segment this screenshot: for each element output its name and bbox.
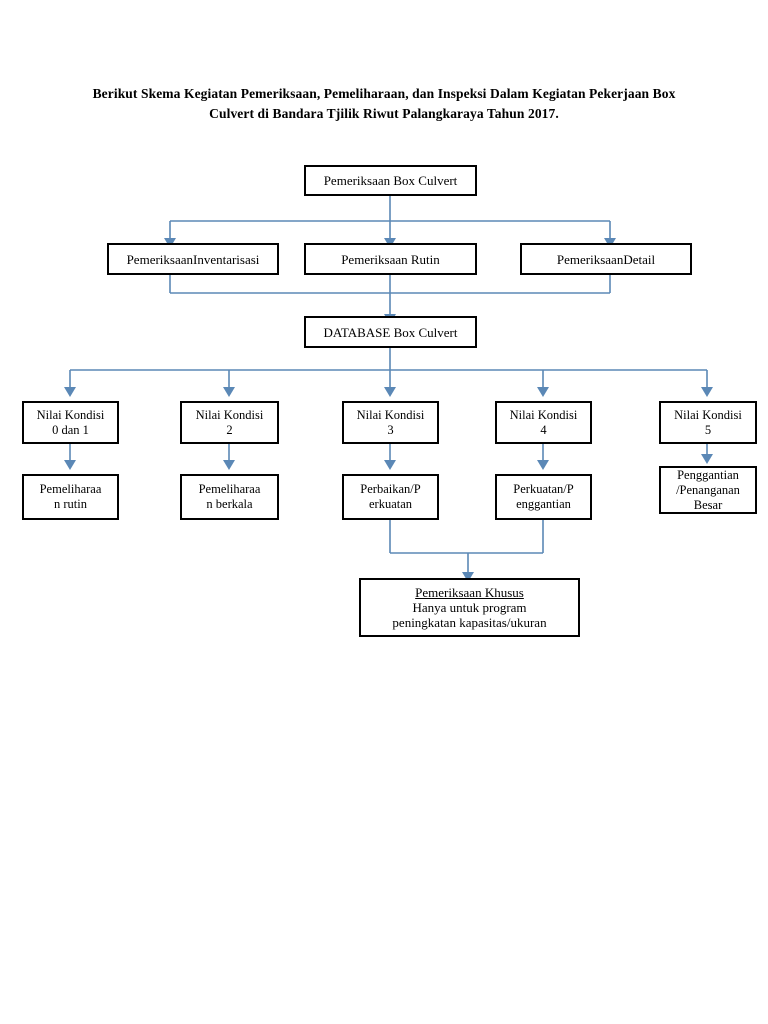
page-title-line-3: 2017. <box>527 106 559 121</box>
node-label-line-2: 2 <box>226 422 233 437</box>
node-label: PemeriksaanInventarisasi <box>126 251 260 267</box>
page-title-line-1: Berikut Skema Kegiatan Pemeriksaan, Peme… <box>92 86 529 101</box>
node-label: PemeriksaanDetail <box>556 251 656 267</box>
node-label-line-3: peningkatan kapasitas/ukuran <box>392 615 547 630</box>
node-label-line-3: Besar <box>693 497 723 512</box>
node-label-line-2: n rutin <box>54 497 87 511</box>
node-label-line-1: Nilai Kondisi <box>36 407 105 422</box>
node-nilai-kondisi-4[interactable]: Nilai Kondisi 4 <box>495 401 592 444</box>
node-nilai-kondisi-0-1[interactable]: Nilai Kondisi 0 dan 1 <box>22 401 119 444</box>
node-label-line-1: Nilai Kondisi <box>356 407 425 422</box>
node-label-line-2: Hanya untuk program <box>412 600 527 615</box>
node-label-line-1: Nilai Kondisi <box>195 407 264 422</box>
node-label-line-2: 4 <box>540 422 547 437</box>
node-label-line-1: Nilai Kondisi <box>509 407 578 422</box>
node-label: Pemeriksaan Box Culvert <box>323 173 458 188</box>
node-perkuatan-penggantian[interactable]: Perkuatan/P enggantian <box>495 474 592 520</box>
node-penggantian-penanganan-besar[interactable]: Penggantian /Penanganan Besar <box>659 466 757 514</box>
node-nilai-kondisi-2[interactable]: Nilai Kondisi 2 <box>180 401 279 444</box>
node-label-line-2: 5 <box>704 422 712 437</box>
node-pemeriksaan-detail[interactable]: PemeriksaanDetail <box>520 243 692 275</box>
node-pemeriksaan-box-culvert[interactable]: Pemeriksaan Box Culvert <box>304 165 477 196</box>
node-label-line-1: Penggantian <box>677 467 739 482</box>
node-label-line-2: erkuatan <box>368 497 413 511</box>
page-title: Berikut Skema Kegiatan Pemeriksaan, Peme… <box>84 84 684 124</box>
node-perbaikan-perkuatan[interactable]: Perbaikan/P erkuatan <box>342 474 439 520</box>
node-label-line-1: Pemeriksaan Khusus <box>415 585 524 600</box>
node-pemeliharaan-rutin[interactable]: Pemeliharaa n rutin <box>22 474 119 520</box>
node-nilai-kondisi-3[interactable]: Nilai Kondisi 3 <box>342 401 439 444</box>
node-label-line-1: Perkuatan/P <box>513 482 574 496</box>
node-label-line-2: enggantian <box>516 497 571 511</box>
node-nilai-kondisi-5[interactable]: Nilai Kondisi 5 <box>659 401 757 444</box>
node-label-line-1: Pemeliharaa <box>39 482 102 496</box>
node-label-line-1: Perbaikan/P <box>360 482 421 496</box>
node-label-line-2: 3 <box>387 422 394 437</box>
node-label: DATABASE Box Culvert <box>323 324 458 340</box>
page-title-line-2: Kegiatan Pekerjaan Box Culvert di Bandar… <box>209 86 676 121</box>
node-database-box-culvert[interactable]: DATABASE Box Culvert <box>304 316 477 348</box>
node-label-line-2: /Penanganan <box>676 482 740 497</box>
node-label-line-1: Pemeliharaa <box>198 482 261 496</box>
node-pemeriksaan-khusus[interactable]: Pemeriksaan Khusus Hanya untuk program p… <box>359 578 580 637</box>
node-pemeriksaan-inventarisasi[interactable]: PemeriksaanInventarisasi <box>107 243 279 275</box>
node-label-line-1: Nilai Kondisi <box>674 407 742 422</box>
node-label-line-2: 0 dan 1 <box>52 422 89 437</box>
node-pemeriksaan-rutin[interactable]: Pemeriksaan Rutin <box>304 243 477 275</box>
node-label: Pemeriksaan Rutin <box>341 251 440 267</box>
node-label-line-2: n berkala <box>206 497 253 511</box>
node-pemeliharaan-berkala[interactable]: Pemeliharaa n berkala <box>180 474 279 520</box>
